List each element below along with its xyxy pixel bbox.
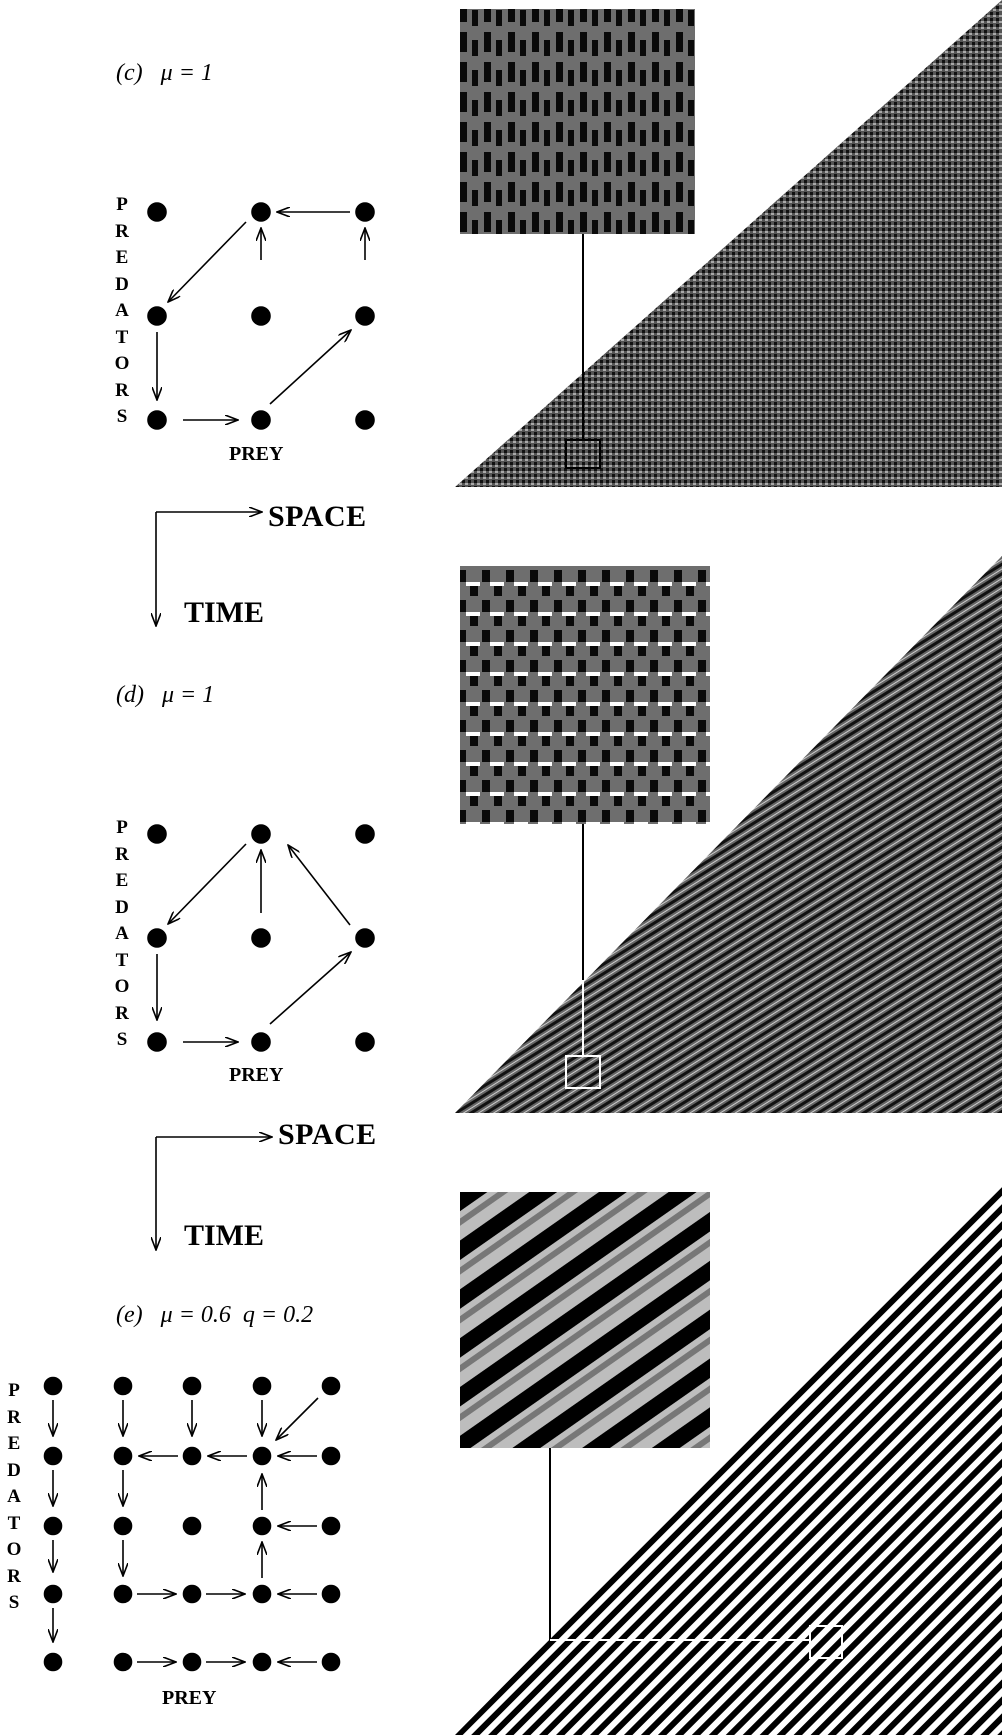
axes-arrows-2 bbox=[156, 1137, 272, 1250]
zoom-inset-c bbox=[460, 9, 695, 234]
diagram-e bbox=[45, 1378, 340, 1671]
axes-arrows-1 bbox=[156, 512, 262, 626]
diagram-c bbox=[148, 203, 374, 429]
diagram-d bbox=[148, 825, 374, 1051]
zoom-inset-e bbox=[460, 1192, 710, 1448]
zoom-inset-d bbox=[460, 566, 710, 824]
